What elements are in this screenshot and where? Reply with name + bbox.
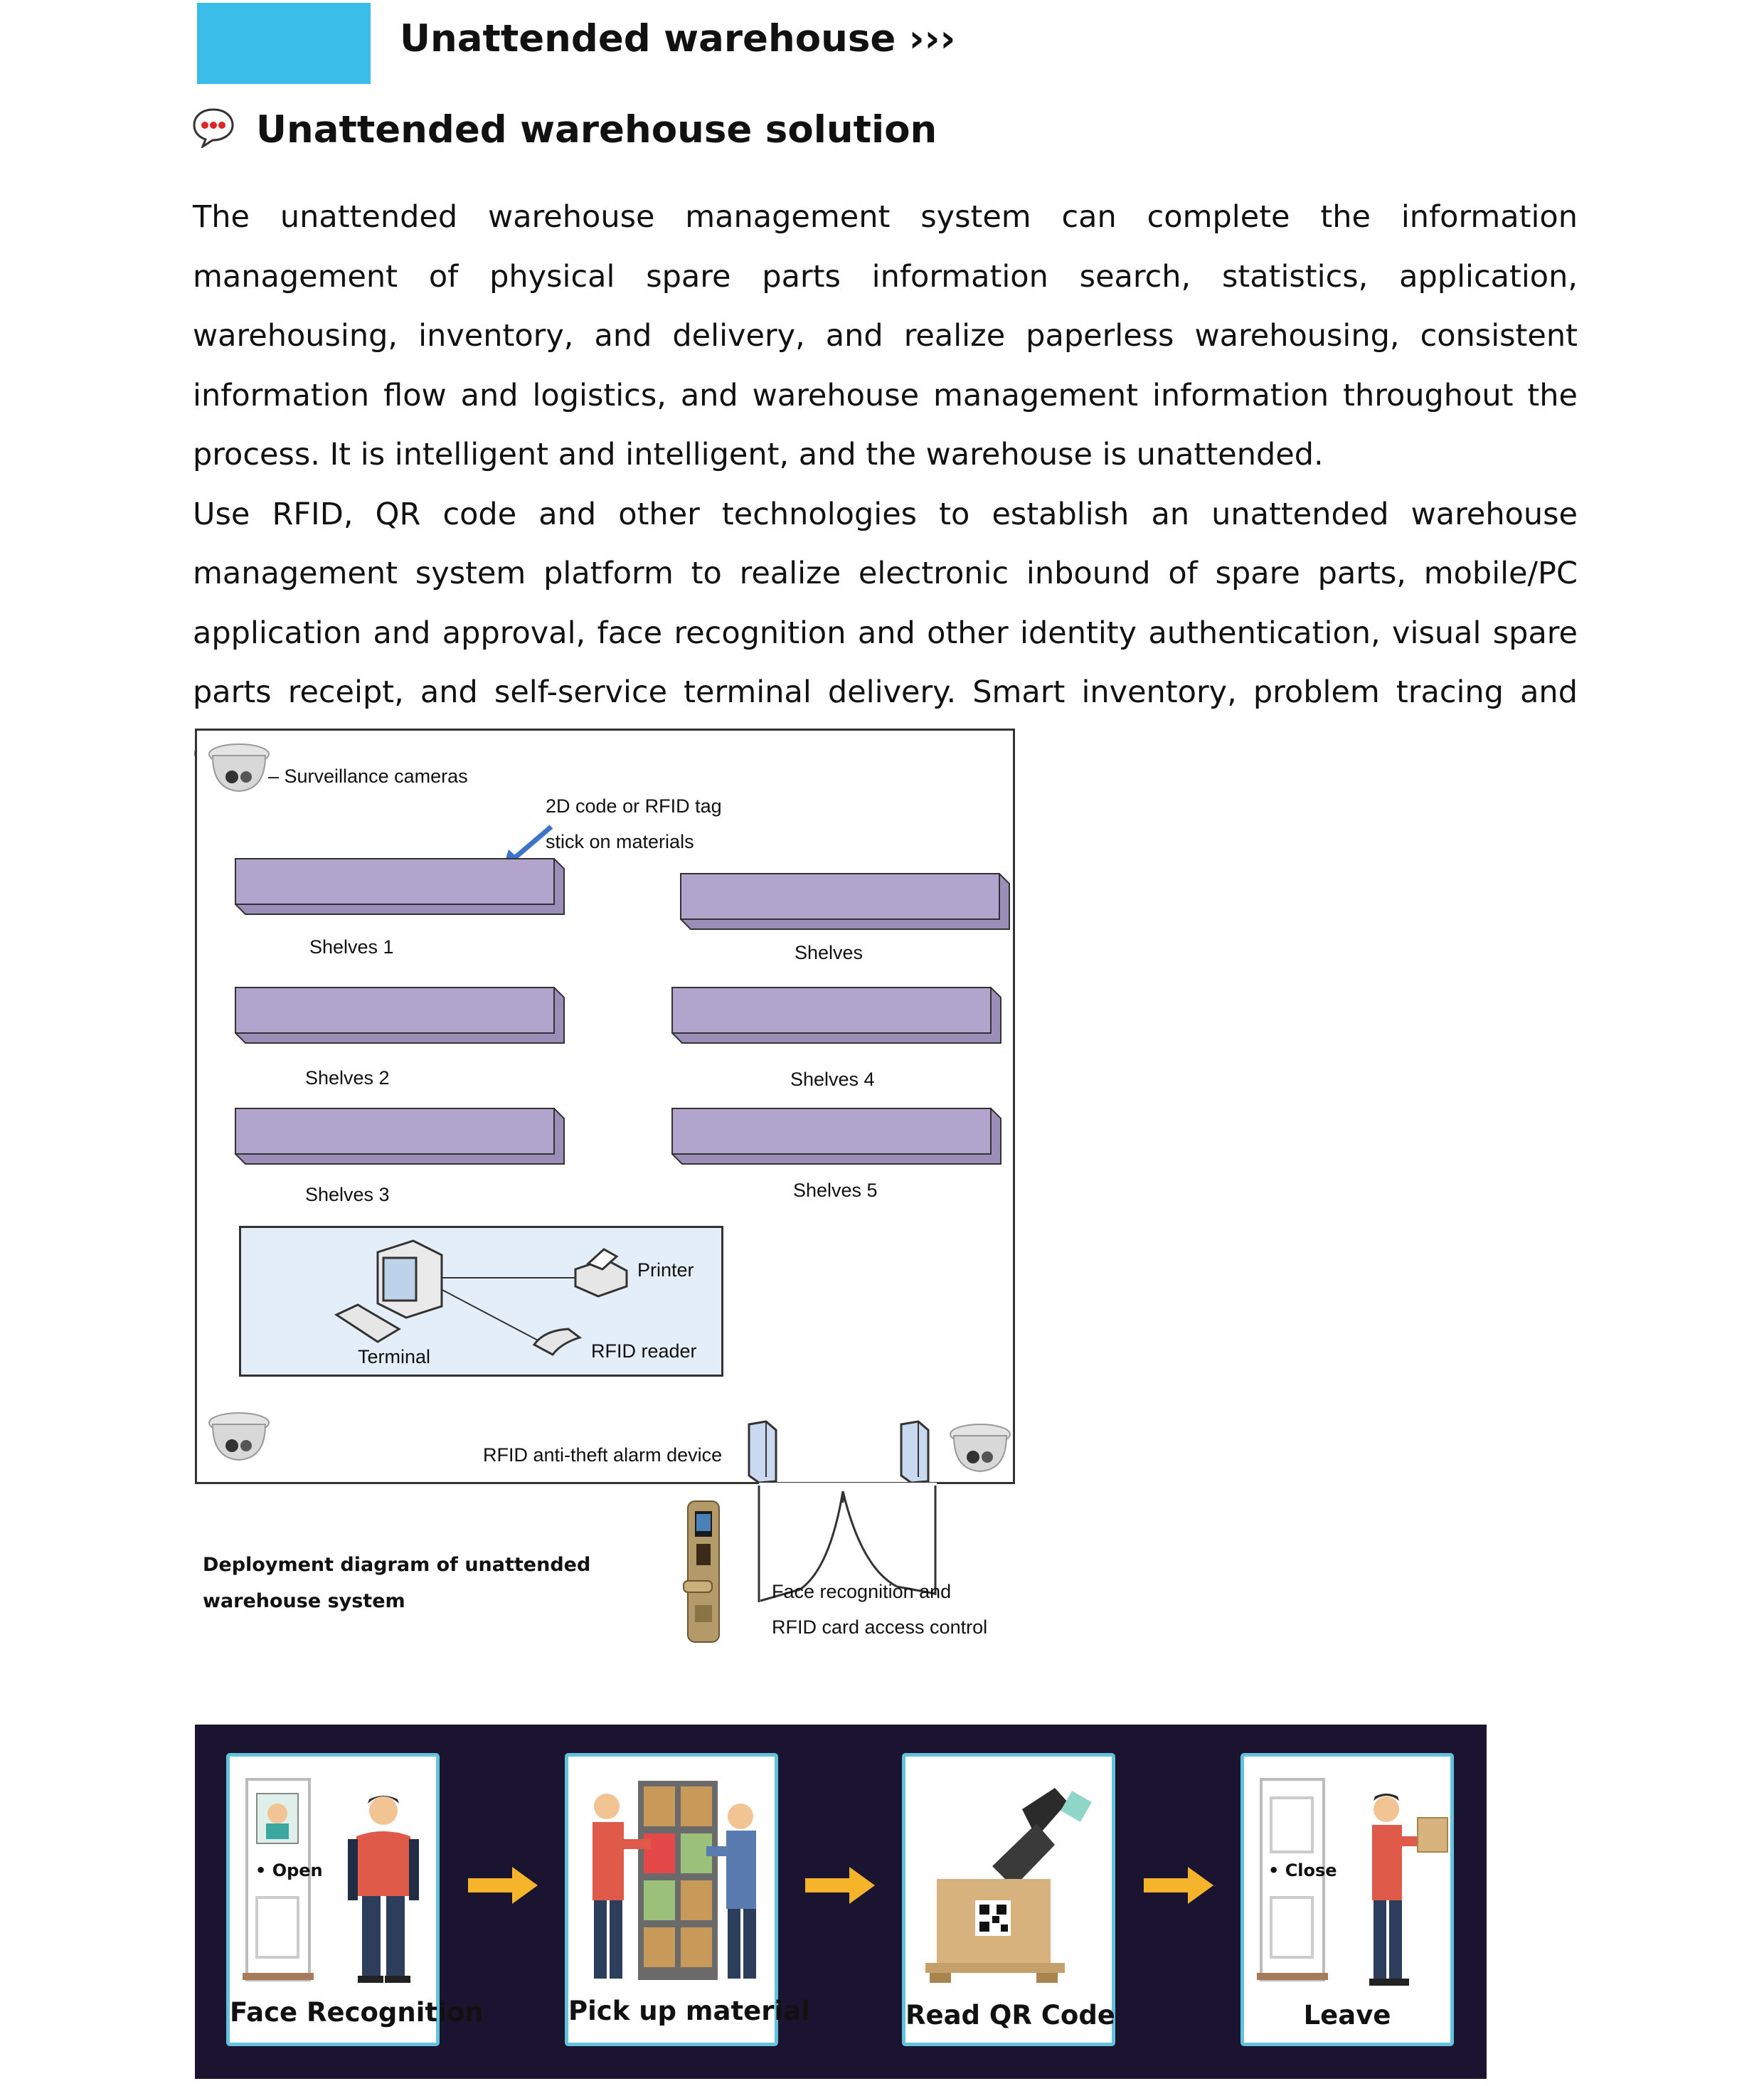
shelf-icon bbox=[235, 858, 565, 915]
shelf-icon bbox=[671, 1108, 1001, 1165]
speech-bubble-icon bbox=[193, 108, 234, 148]
step-label: Pick up material bbox=[568, 1996, 810, 2026]
surveillance-camera-icon bbox=[208, 1412, 270, 1461]
printer-icon bbox=[574, 1248, 628, 1298]
step-label: Leave bbox=[1303, 2000, 1391, 2031]
person-carrying-box-icon bbox=[1369, 1794, 1448, 1986]
tag-label-line-2: stick on materials bbox=[546, 831, 694, 852]
step-card-read-qr-code: Read QR Code bbox=[902, 1753, 1115, 2046]
step-card-face-recognition: • Open Face Recognition bbox=[226, 1753, 484, 2046]
header-color-block bbox=[197, 3, 371, 84]
step-label: Read QR Code bbox=[905, 2000, 1115, 2031]
terminal-label: Terminal bbox=[358, 1346, 431, 1367]
shelf-label: Shelves 3 bbox=[305, 1184, 390, 1205]
access-label-line-2: RFID card access control bbox=[772, 1616, 988, 1638]
shelf-label: Shelves 2 bbox=[305, 1067, 390, 1089]
rfid-reader-icon bbox=[532, 1328, 583, 1356]
shelf-label: Shelves 4 bbox=[790, 1069, 875, 1090]
step-label: Face Recognition bbox=[230, 1997, 484, 2028]
person-icon bbox=[348, 1796, 419, 1983]
paragraph-intro: The unattended warehouse management syst… bbox=[193, 199, 1578, 472]
door-swing-icon bbox=[758, 1483, 937, 1602]
shelf-label: Shelves bbox=[795, 942, 864, 963]
door-close-label: • Close bbox=[1268, 1860, 1337, 1880]
access-label-line-1: Face recognition and bbox=[772, 1581, 952, 1602]
tag-label-line-1: 2D code or RFID tag bbox=[546, 795, 722, 817]
shelf-icon bbox=[671, 987, 1001, 1044]
section-title: Unattended warehouse solution bbox=[256, 108, 937, 152]
alarm-gate-icon bbox=[748, 1420, 777, 1484]
arrow-right-icon bbox=[805, 1867, 875, 1904]
access-control-lock-icon bbox=[683, 1500, 720, 1643]
door-open-icon bbox=[243, 1778, 314, 1981]
alarm-gate-icon bbox=[900, 1420, 930, 1484]
surveillance-camera-icon bbox=[208, 743, 270, 793]
computer-icon bbox=[376, 1239, 443, 1319]
door-close-icon bbox=[1257, 1778, 1328, 1981]
page-title: Unattended warehouse ››› bbox=[400, 17, 956, 60]
diagram-caption-line-1: Deployment diagram of unattended bbox=[203, 1554, 591, 1576]
keyboard-icon bbox=[334, 1303, 401, 1343]
shelf-icon bbox=[680, 873, 1010, 930]
diagram-caption-line-2: warehouse system bbox=[203, 1590, 405, 1612]
shelf-icon bbox=[235, 1108, 565, 1165]
door-open-label: • Open bbox=[255, 1860, 323, 1880]
step-card-pick-up-material: Pick up material bbox=[565, 1753, 810, 2046]
qr-scanner-icon bbox=[925, 1788, 1092, 1983]
arrow-right-icon bbox=[1144, 1867, 1213, 1904]
terminal-area bbox=[239, 1226, 723, 1377]
arrow-right-icon bbox=[468, 1867, 538, 1904]
deployment-diagram: – Surveillance cameras 2D code or RFID t… bbox=[193, 724, 1029, 1675]
shelf-label: Shelves 1 bbox=[309, 936, 394, 958]
printer-label: Printer bbox=[637, 1259, 694, 1281]
shelf-pickup-icon bbox=[593, 1781, 756, 1980]
alarm-label: RFID anti-theft alarm device bbox=[483, 1444, 723, 1466]
surveillance-label: – Surveillance cameras bbox=[268, 766, 468, 787]
surveillance-camera-icon bbox=[950, 1424, 1011, 1473]
process-banner: • Open Face Recognition bbox=[195, 1725, 1487, 2079]
shelf-label: Shelves 5 bbox=[793, 1180, 878, 1201]
rfid-reader-label: RFID reader bbox=[591, 1340, 697, 1362]
step-card-leave: • Close Leave bbox=[1240, 1753, 1454, 2046]
body-text: The unattended warehouse management syst… bbox=[193, 188, 1578, 782]
terminal-devices bbox=[427, 1277, 584, 1350]
shelf-icon bbox=[235, 987, 565, 1044]
